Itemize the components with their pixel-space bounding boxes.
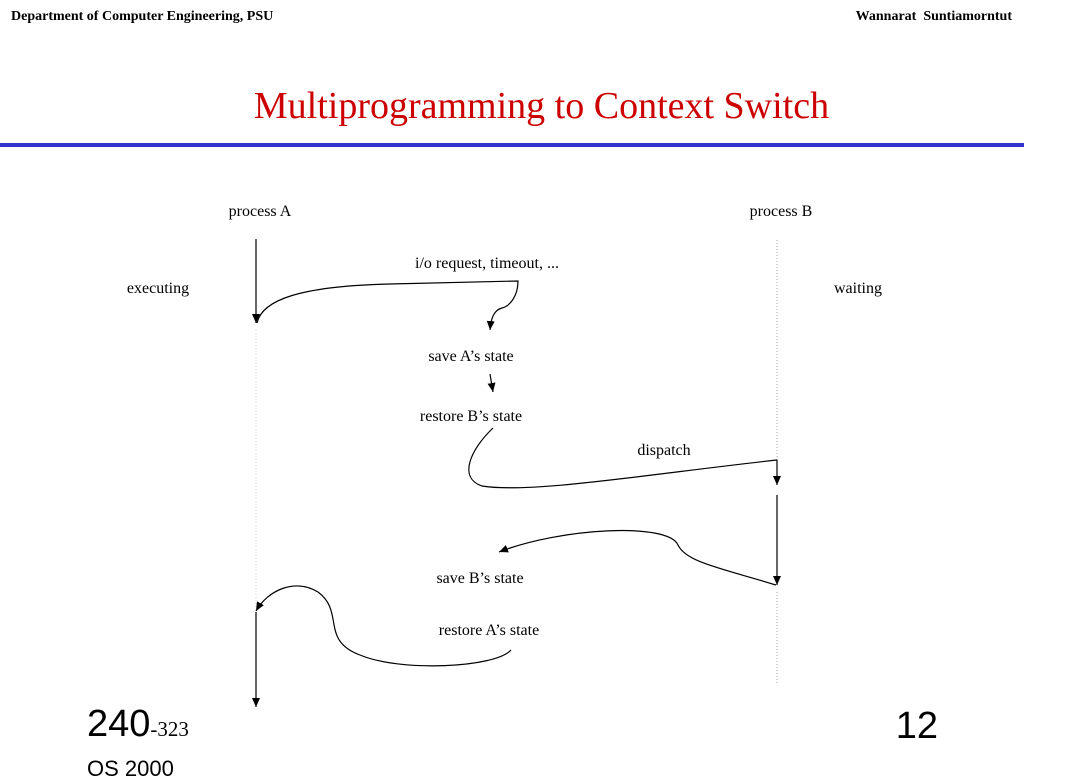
course-number: 240 [87,703,151,745]
return-curve [498,530,777,586]
slide: Department of Computer Engineering, PSU … [0,9,1024,781]
context-switch-diagram: process A process B executing waiting i/… [127,203,882,707]
executing-label: executing [127,280,189,297]
save-b-state-label: save B’s state [436,570,523,587]
save-a-state-label: save A’s state [428,348,513,365]
interrupt-label: i/o request, timeout, ... [415,255,559,272]
dispatch-label: dispatch [637,442,690,459]
page-number: 12 [895,705,938,747]
process-b-label: process B [750,203,813,220]
author-header: Wannarat Suntiamorntut [855,9,1012,24]
resume-curve [255,585,512,667]
restore-a-state-label: restore A’s state [439,622,539,639]
dispatch-curve [468,427,778,489]
interrupt-curve [256,280,519,331]
title-rule [0,143,1024,147]
department-header: Department of Computer Engineering, PSU [11,9,274,24]
process-a-label: process A [229,203,292,220]
course-term: OS 2000 [87,756,174,781]
waiting-label: waiting [834,280,882,297]
restore-b-state-label: restore B’s state [420,408,522,425]
course-code: 240-323 [87,703,189,746]
course-suffix: -323 [150,717,189,741]
save-to-restore-arrow [487,373,496,393]
slide-title: Multiprogramming to Context Switch [253,85,830,127]
